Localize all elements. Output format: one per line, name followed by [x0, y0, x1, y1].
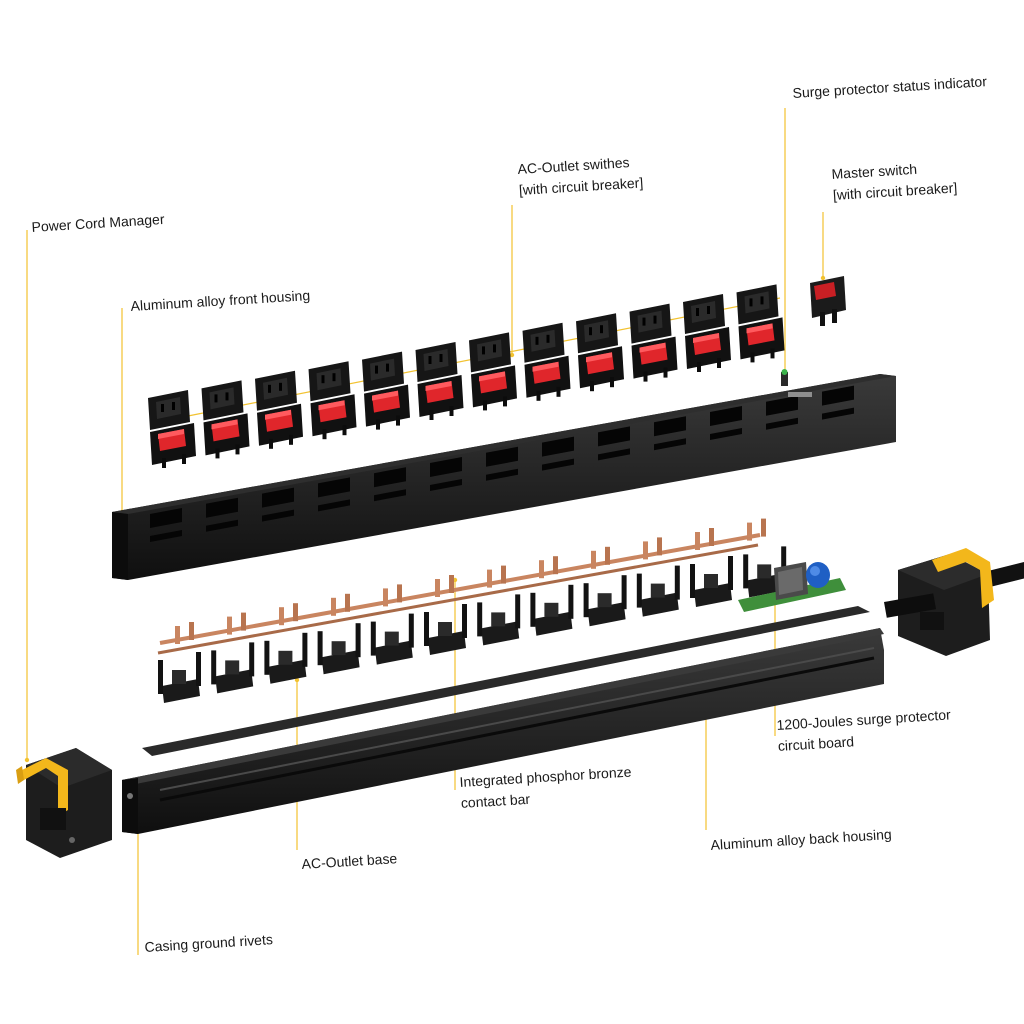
- ac-outlet-bases: [158, 546, 787, 703]
- bronze-contact-tab: [279, 607, 284, 626]
- housing-window: [206, 497, 238, 518]
- outlet-module: [469, 332, 517, 411]
- power-cord-manager-right: [884, 548, 1024, 656]
- outlet-module: [415, 342, 464, 420]
- bronze-contact-tab: [435, 579, 440, 597]
- bronze-contact-tab: [227, 616, 232, 635]
- housing-slot: [206, 519, 238, 532]
- housing-slot: [430, 479, 462, 491]
- outlet-base: [424, 604, 467, 655]
- outlet-module: [201, 380, 250, 459]
- bronze-contact-tab: [747, 522, 752, 541]
- housing-slot: [710, 428, 742, 440]
- outlet-base: [690, 556, 733, 607]
- surge-protector-board: [738, 562, 846, 612]
- housing-window: [710, 406, 742, 426]
- outlet-base: [264, 632, 308, 684]
- housing-slot: [598, 448, 630, 461]
- bronze-contact-tab: [449, 575, 454, 593]
- housing-slot: [766, 417, 798, 430]
- bronze-contact-tab: [591, 550, 596, 569]
- outlet-module: [362, 351, 410, 430]
- front-housing: [112, 374, 896, 580]
- housing-window: [262, 487, 294, 508]
- outlet-base: [158, 652, 201, 703]
- housing-slot: [262, 509, 294, 522]
- housing-window: [654, 416, 686, 437]
- master-switch: [810, 276, 846, 326]
- housing-slot: [654, 438, 686, 451]
- bronze-contact-tab: [501, 565, 506, 584]
- back-housing: [122, 606, 884, 834]
- bronze-contact-tab: [189, 622, 194, 640]
- bronze-contact-tab: [695, 532, 700, 550]
- housing-slot: [542, 458, 574, 471]
- housing-window: [766, 395, 798, 416]
- housing-window: [150, 508, 182, 528]
- outlet-module: [683, 294, 731, 372]
- front-housing-windows: [150, 385, 854, 542]
- bronze-contact-tab: [605, 546, 610, 565]
- housing-window: [430, 457, 462, 477]
- housing-slot: [822, 407, 854, 420]
- outlet-base: [583, 575, 627, 627]
- bronze-bar-back: [157, 543, 759, 655]
- housing-window: [598, 426, 630, 447]
- outlet-module: [576, 313, 624, 392]
- label-master-switch: Master switch [with circuit breaker]: [831, 156, 958, 206]
- bronze-contact-tab: [331, 597, 336, 616]
- bronze-contact-tab: [383, 588, 388, 607]
- housing-window: [542, 436, 574, 457]
- outlet-module: [255, 370, 303, 449]
- housing-slot: [486, 468, 518, 481]
- bronze-contact-tab: [657, 537, 662, 556]
- outlet-base: [530, 584, 574, 636]
- outlet-module: [736, 284, 785, 363]
- bronze-contact-tab: [539, 560, 544, 579]
- outlet-base: [477, 594, 521, 646]
- bronze-contact-tab: [761, 518, 766, 537]
- housing-window: [822, 385, 854, 406]
- outlet-module: [308, 361, 357, 440]
- bronze-contact-tab: [553, 556, 558, 575]
- bronze-contact-tab: [345, 593, 350, 612]
- ac-outlet-modules: [148, 284, 785, 468]
- bronze-contact-tab: [241, 612, 246, 631]
- outlet-module: [629, 303, 678, 382]
- housing-window: [374, 467, 406, 488]
- outlet-module: [148, 390, 196, 468]
- phosphor-bronze-contact-bar: [157, 518, 766, 655]
- housing-slot: [318, 499, 350, 512]
- label-outlet-switches: AC-Outlet swithes [with circuit breaker]: [517, 151, 644, 201]
- outlet-base: [370, 613, 414, 665]
- outlet-base: [636, 565, 680, 617]
- housing-window: [318, 477, 350, 498]
- outlet-base: [211, 642, 255, 694]
- housing-slot: [150, 530, 182, 542]
- housing-slot: [374, 489, 406, 502]
- bronze-contact-tab: [175, 626, 180, 644]
- bronze-contact-tab: [397, 584, 402, 603]
- outlet-base: [317, 623, 361, 675]
- power-cord-manager-left: [16, 748, 112, 858]
- bronze-contact-tab: [293, 603, 298, 622]
- ground-rivet: [127, 793, 133, 799]
- bronze-contact-tab: [709, 528, 714, 546]
- status-indicator: [781, 369, 812, 397]
- housing-window: [486, 446, 518, 467]
- outlet-module: [522, 322, 571, 401]
- bronze-contact-tab: [487, 569, 492, 588]
- bronze-contact-tab: [643, 541, 648, 560]
